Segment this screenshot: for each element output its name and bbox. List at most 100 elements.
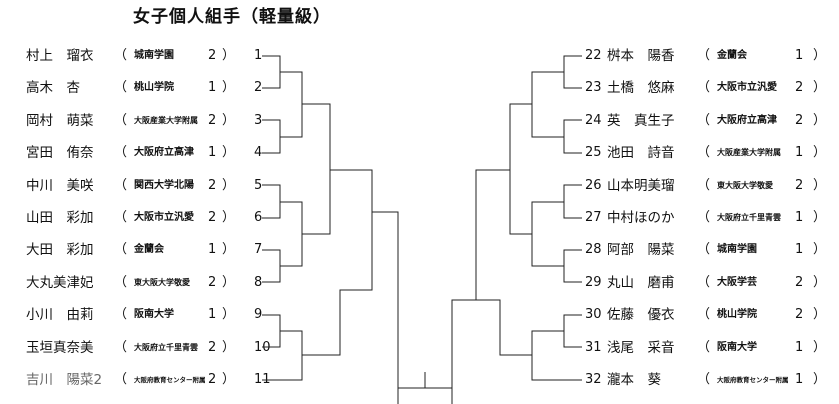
- school-name: 東大阪大学敬愛: [717, 180, 773, 190]
- close-paren: ）: [813, 145, 827, 161]
- open-paren: （: [697, 274, 711, 290]
- grade: 2: [208, 339, 217, 355]
- open-paren: （: [697, 339, 711, 355]
- school-name: 大阪市立汎愛: [717, 82, 777, 94]
- close-paren: ）: [813, 112, 827, 128]
- grade: 2: [208, 210, 217, 225]
- entrant-name: 浅尾 采音: [607, 339, 675, 356]
- open-paren: （: [697, 112, 711, 128]
- grade: 2: [208, 112, 217, 128]
- open-paren: （: [697, 48, 711, 63]
- bracket-line: [372, 211, 399, 404]
- entrant-name: 瀧本 葵: [607, 372, 661, 388]
- grade: 2: [795, 274, 804, 290]
- close-paren: ）: [222, 177, 236, 193]
- grade: 2: [795, 80, 804, 96]
- open-paren: （: [114, 242, 128, 258]
- bracket-line: [262, 249, 281, 283]
- seed-number: 23: [585, 80, 602, 96]
- bracket-line: [563, 55, 582, 89]
- seed-number: 9: [254, 307, 263, 323]
- entrant-name: 丸山 磨甫: [607, 274, 675, 291]
- close-paren: ）: [222, 372, 236, 387]
- open-paren: （: [114, 372, 128, 387]
- grade: 1: [795, 339, 804, 355]
- entrant-name: 中村ほのか: [607, 210, 675, 226]
- grade: 1: [795, 145, 804, 161]
- entrant-name: 山本明美瑠: [607, 177, 675, 194]
- bracket-line: [563, 184, 582, 219]
- open-paren: （: [697, 307, 711, 323]
- open-paren: （: [697, 210, 711, 225]
- grade: 2: [208, 48, 217, 63]
- entrant-name: 小川 由莉: [26, 307, 94, 324]
- bracket-line: [475, 169, 510, 262]
- close-paren: ）: [222, 145, 236, 161]
- bracket-line: [563, 314, 582, 348]
- open-paren: （: [697, 177, 711, 193]
- close-paren: ）: [813, 80, 827, 96]
- grade: 2: [208, 274, 217, 290]
- close-paren: ）: [813, 210, 827, 225]
- bracket-line: [280, 330, 303, 355]
- seed-number: 31: [585, 339, 602, 355]
- open-paren: （: [114, 112, 128, 128]
- bracket-line: [563, 249, 582, 283]
- grade: 2: [795, 112, 804, 128]
- entrant-name: 桝本 陽香: [607, 48, 675, 64]
- entrant-name: 佐藤 優衣: [607, 307, 675, 324]
- open-paren: （: [114, 339, 128, 355]
- bracket-line: [302, 170, 331, 235]
- grade: 1: [208, 242, 217, 258]
- grade: 1: [208, 307, 217, 323]
- grade: 1: [795, 242, 804, 258]
- entrant-name: 池田 詩音: [607, 145, 675, 162]
- open-paren: （: [114, 80, 128, 96]
- grade: 1: [208, 80, 217, 96]
- bracket-line: [262, 55, 281, 89]
- close-paren: ）: [813, 242, 827, 258]
- grade: 2: [795, 177, 804, 193]
- grade: 1: [208, 145, 217, 161]
- open-paren: （: [114, 210, 128, 225]
- close-paren: ）: [222, 307, 236, 323]
- close-paren: ）: [813, 372, 827, 387]
- entrant-name: 宮田 侑奈: [26, 145, 94, 162]
- seed-number: 30: [585, 307, 602, 323]
- close-paren: ）: [813, 48, 827, 63]
- seed-number: 8: [254, 274, 263, 290]
- bracket-line: [475, 262, 532, 356]
- close-paren: ）: [222, 210, 236, 225]
- entrant-name: 吉川 陽菜2: [26, 372, 103, 388]
- close-paren: ）: [222, 339, 236, 355]
- seed-number: 29: [585, 274, 602, 290]
- entrant-name: 岡村 萌菜: [26, 112, 94, 129]
- close-paren: ）: [222, 80, 236, 96]
- open-paren: （: [697, 80, 711, 96]
- entrant-name: 高木 杏: [26, 80, 80, 97]
- bracket-line: [280, 201, 303, 234]
- open-paren: （: [114, 274, 128, 290]
- seed-number: 5: [254, 177, 263, 193]
- bracket-line: [280, 355, 303, 381]
- seed-number: 28: [585, 242, 602, 258]
- seed-number: 7: [254, 242, 263, 258]
- grade: 1: [795, 372, 804, 387]
- school-name: 大阪府立高津: [717, 114, 777, 126]
- seed-number: 3: [254, 112, 263, 128]
- school-name: 金蘭会: [717, 50, 747, 61]
- close-paren: ）: [222, 242, 236, 258]
- bracket-line: [302, 262, 373, 356]
- entrant-name: 大田 彩加: [26, 242, 94, 259]
